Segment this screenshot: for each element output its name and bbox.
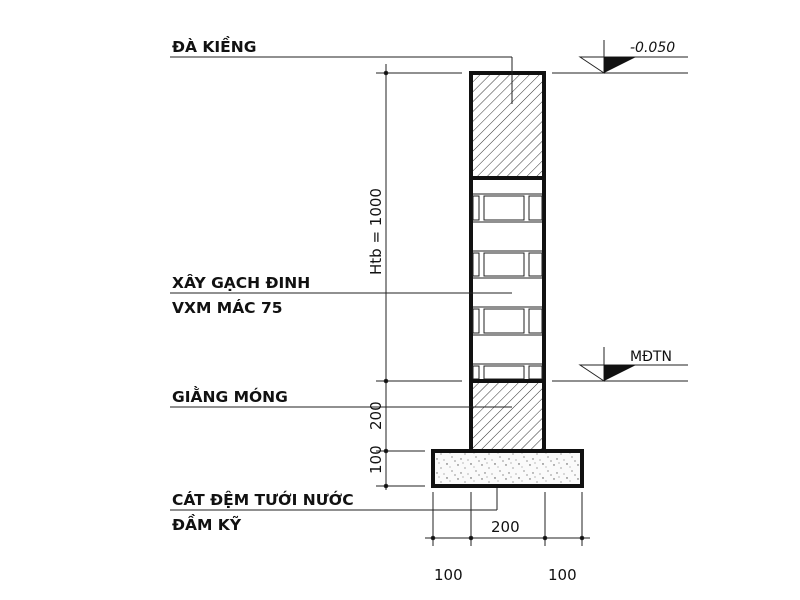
dim-beam-height: 200 bbox=[367, 401, 385, 430]
level-ground-value: MĐTN bbox=[630, 349, 672, 365]
horizontal-dimension bbox=[425, 492, 590, 546]
sand-cushion bbox=[431, 449, 584, 488]
brick-wall bbox=[469, 176, 546, 383]
leader-lines bbox=[170, 56, 513, 511]
level-marker-ground bbox=[552, 347, 688, 382]
label-sand-1: CÁT ĐỆM TƯỚI NƯỚC bbox=[172, 489, 354, 509]
dim-sand-height: 100 bbox=[367, 445, 385, 474]
level-marker-top bbox=[552, 40, 688, 74]
label-brick-wall-1: XÂY GẠCH ĐINH bbox=[172, 273, 310, 292]
vertical-dimension bbox=[376, 64, 462, 490]
dim-wall-height: Htb = 1000 bbox=[367, 188, 385, 275]
dim-right-offset: 100 bbox=[548, 566, 577, 584]
level-top-value: -0.050 bbox=[630, 40, 675, 56]
label-tie-beam: ĐÀ KIỀNG bbox=[172, 35, 256, 56]
ground-beam bbox=[469, 379, 546, 453]
dim-wall-width: 200 bbox=[491, 518, 520, 536]
label-sand-2: ĐẦM KỸ bbox=[172, 513, 242, 534]
label-brick-wall-2: VXM MÁC 75 bbox=[172, 298, 283, 317]
tie-beam bbox=[469, 71, 546, 180]
label-ground-beam: GIẰNG MÓNG bbox=[172, 385, 288, 406]
dim-left-offset: 100 bbox=[434, 566, 463, 584]
